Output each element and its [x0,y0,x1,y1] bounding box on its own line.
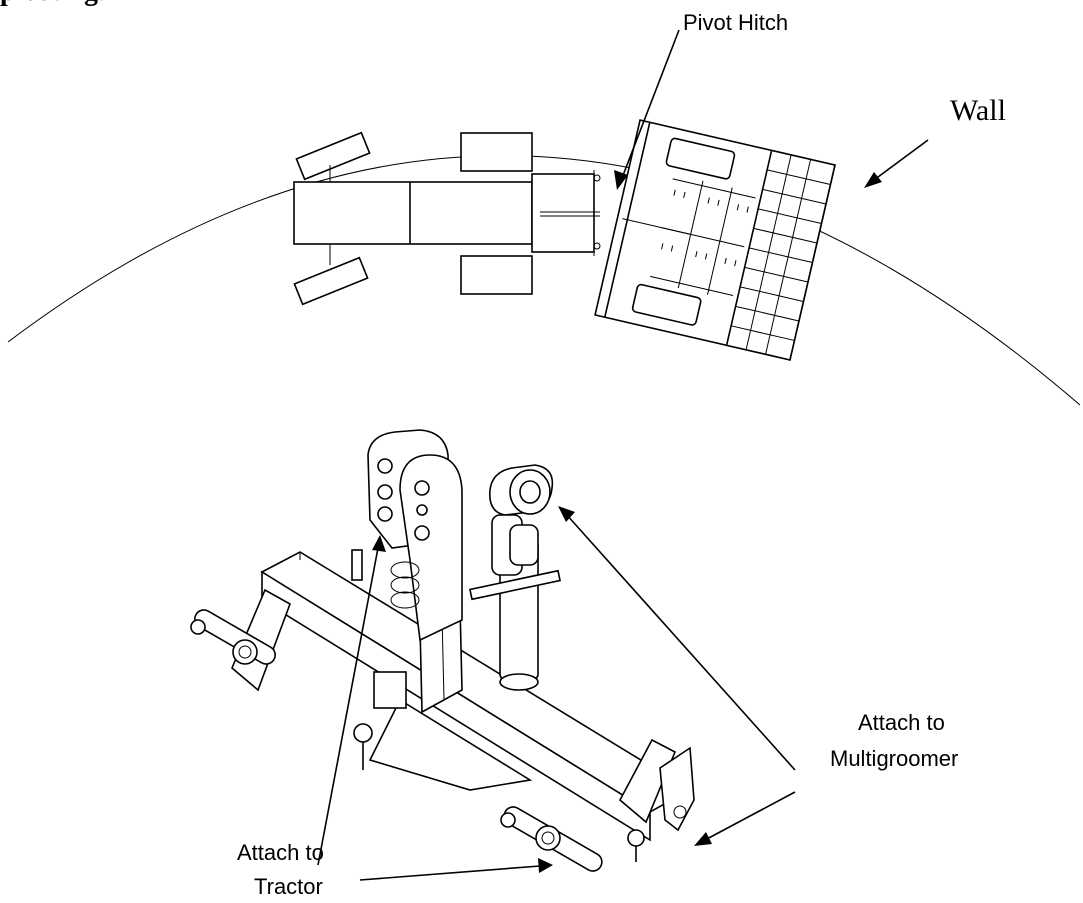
leader-arrows [317,29,929,881]
pivot-hitch-arrowhead [614,170,628,190]
wall-arrowhead [864,172,882,188]
multigroomer-topview-icon [594,119,836,361]
wall-leader [873,139,929,181]
tractor-label-line2: Tractor [254,874,323,898]
pivot-hitch-leader [621,29,680,179]
multigroomer-arrowhead-2 [694,832,712,846]
multigroomer-arrowhead-1 [558,506,575,522]
tractor-topview-icon [293,131,601,306]
multigroomer-leader-2 [704,791,796,841]
pivot-hitch-assembly-icon [190,429,695,872]
multigroomer-label-line2: Multigroomer [830,746,958,771]
wall-arc [7,155,1081,406]
tractor-leader-2 [359,865,541,881]
tractor-leader-1 [317,547,379,866]
multigroomer-label-line1: Attach to [858,710,945,735]
tractor-arrowhead-2 [538,858,553,873]
tractor-label-line1: Attach to [237,840,324,865]
section-heading: pivoting. [0,0,105,8]
multigroomer-leader-1 [565,513,796,771]
tractor-arrowhead-1 [372,535,386,552]
wall-label: Wall [950,94,1006,127]
pivot-hitch-label: Pivot Hitch [683,10,788,35]
